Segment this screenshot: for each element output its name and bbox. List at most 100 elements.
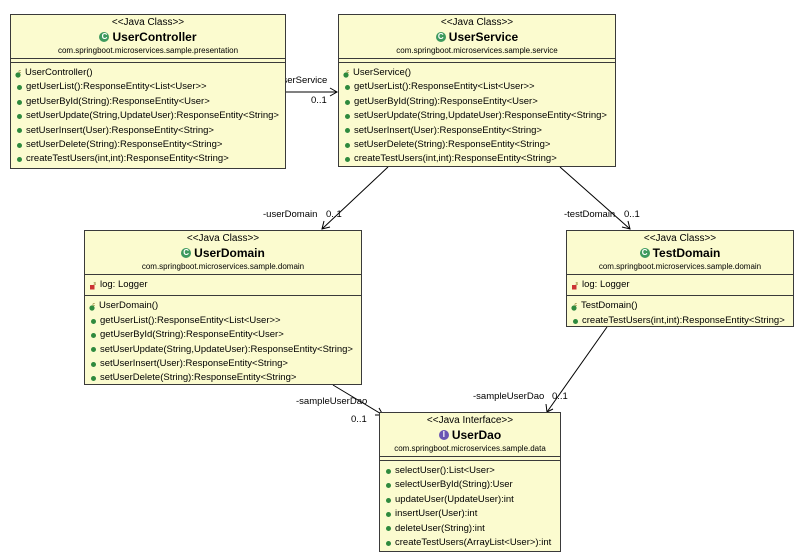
stereotype: <<Java Class>>: [111, 17, 185, 28]
public-method-icon: [17, 99, 22, 105]
public-method-icon: [17, 157, 22, 163]
public-method-icon: [345, 99, 350, 105]
method-row: setUserDelete(String):ResponseEntity<Str…: [89, 371, 361, 385]
method-row: selectUser():List<User>: [384, 464, 560, 478]
svg-text:c: c: [575, 302, 578, 308]
constructor-icon: c: [89, 302, 96, 311]
role-label-userDomain: -userDomain: [263, 209, 318, 220]
constructor-icon: c: [343, 69, 350, 78]
stereotype: <<Java Class>>: [643, 233, 717, 244]
package-name: com.springboot.microservices.sample.serv…: [396, 46, 558, 55]
role-label-sampleUserDao-left: -sampleUserDao: [296, 396, 368, 407]
method-row: setUserInsert(User):ResponseEntity<Strin…: [343, 124, 615, 138]
class-name: UserController: [112, 30, 197, 44]
stereotype: <<Java Interface>>: [426, 415, 514, 426]
association-service-testdomain: [559, 166, 631, 230]
role-label-testDomain: -testDomain: [564, 209, 616, 220]
multiplicity-label-userService: 0..1: [311, 95, 327, 106]
public-method-icon: [386, 511, 391, 517]
method-row: getUserById(String):ResponseEntity<User>: [89, 328, 361, 342]
class-name: UserDao: [451, 428, 502, 442]
method-row: getUserById(String):ResponseEntity<User>: [343, 95, 615, 109]
stereotype: <<Java Class>>: [440, 17, 514, 28]
fields-section: [339, 59, 615, 63]
package-name: com.springboot.microservices.sample.doma…: [141, 262, 305, 271]
public-method-icon: [345, 113, 350, 119]
stereotype: <<Java Class>>: [186, 233, 260, 244]
public-method-icon: [91, 376, 96, 382]
method-row: updateUser(UpdateUser):int: [384, 493, 560, 507]
method-row: setUserDelete(String):ResponseEntity<Str…: [343, 138, 615, 152]
method-row: createTestUsers(int,int):ResponseEntity<…: [15, 152, 285, 166]
method-row: getUserList():ResponseEntity<List<User>>: [15, 80, 285, 94]
public-method-icon: [386, 540, 391, 546]
method-row: getUserList():ResponseEntity<List<User>>: [343, 80, 615, 94]
package-name: com.springboot.microservices.sample.doma…: [598, 262, 762, 271]
method-row: setUserUpdate(String,UpdateUser):Respons…: [343, 109, 615, 123]
class-name: UserDomain: [194, 246, 265, 260]
public-method-icon: [345, 157, 350, 163]
method-row: createTestUsers(int,int):ResponseEntity<…: [343, 152, 615, 166]
fields-section: [11, 59, 285, 63]
package-name: com.springboot.microservices.sample.pres…: [57, 46, 239, 55]
method-row: getUserById(String):ResponseEntity<User>: [15, 95, 285, 109]
public-method-icon: [17, 128, 22, 134]
multiplicity-label-testDomain: 0..1: [624, 209, 640, 220]
method-row: deleteUser(String):int: [384, 522, 560, 536]
method-row: setUserUpdate(String,UpdateUser):Respons…: [15, 109, 285, 123]
method-row: setUserInsert(User):ResponseEntity<Strin…: [89, 357, 361, 371]
public-method-icon: [91, 347, 96, 353]
method-row: setUserDelete(String):ResponseEntity<Str…: [15, 138, 285, 152]
method-row: getUserList():ResponseEntity<List<User>>: [89, 314, 361, 328]
multiplicity-label-userDomain: 0..1: [326, 209, 342, 220]
role-label-userService: -userService: [274, 75, 328, 86]
public-method-icon: [386, 468, 391, 474]
svg-text:c: c: [347, 69, 350, 75]
public-method-icon: [91, 361, 96, 367]
method-row: selectUserById(String):User: [384, 478, 560, 492]
svg-text:s: s: [576, 281, 579, 287]
method-row: createTestUsers(ArrayList<User>):int: [384, 536, 560, 550]
private-static-field-icon: s: [90, 281, 97, 290]
multiplicity-label-sampleUserDao-left: 0..1: [351, 414, 367, 425]
public-method-icon: [386, 526, 391, 532]
public-method-icon: [345, 85, 350, 91]
method-row: createTestUsers(int,int):ResponseEntity<…: [571, 314, 793, 328]
public-method-icon: [91, 332, 96, 338]
role-label-sampleUserDao-right: -sampleUserDao: [473, 391, 545, 402]
public-method-icon: [345, 142, 350, 148]
class-icon: C: [181, 248, 192, 258]
svg-text:c: c: [19, 69, 22, 75]
public-method-icon: [573, 318, 578, 324]
class-icon: C: [639, 248, 650, 258]
methods-section: selectUser():List<User> selectUserById(S…: [380, 461, 560, 552]
constructor-icon: c: [571, 302, 578, 311]
public-method-icon: [17, 142, 22, 148]
public-method-icon: [386, 497, 391, 503]
fields-section: [380, 457, 560, 461]
class-icon: C: [99, 32, 110, 42]
interface-icon: I: [438, 430, 449, 440]
public-method-icon: [386, 483, 391, 489]
public-method-icon: [17, 85, 22, 91]
